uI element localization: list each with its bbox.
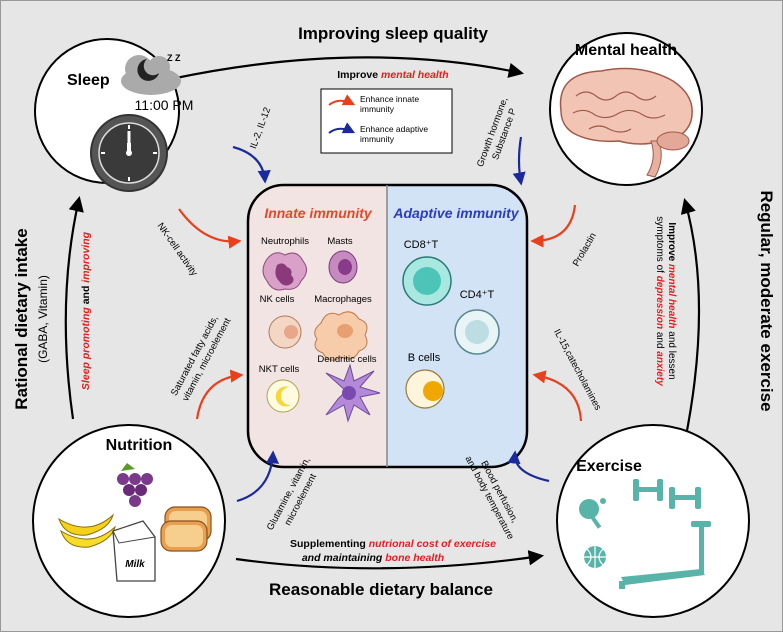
legend-innate-line1: Enhance innate: [360, 94, 419, 104]
cell-label-macrophages: Macrophages: [314, 294, 372, 305]
arrow-sleep-to-mental: [170, 56, 525, 81]
cell-label-cd4: CD4⁺T: [460, 289, 495, 301]
nutrition-label: Nutrition: [106, 437, 173, 454]
ping-pong-icon: [579, 498, 606, 529]
legend-adaptive-line1: Enhance adaptive: [360, 124, 428, 134]
milk-text: Milk: [125, 559, 145, 570]
legend: Enhance innate immunity Enhance adaptive…: [320, 88, 453, 154]
label-supplementing-2: and maintaining bone health: [302, 552, 444, 564]
label-improve-mental-exercise-1: Improve mental health and lessen: [666, 222, 677, 379]
label-improve-mental-exercise-2: symptoms of depression and anxiety: [654, 216, 665, 386]
cell-label-cd8: CD8⁺T: [404, 239, 439, 251]
legend-adaptive-line2: immunity: [360, 134, 395, 144]
arrow-mental-innate: [530, 204, 577, 248]
b-cell-icon: [405, 369, 445, 409]
adaptive-title: Adaptive immunity: [392, 205, 519, 221]
arrow-exercise-innate: [532, 370, 583, 422]
sleep-label: Sleep: [67, 72, 110, 89]
arrow-nutrition-to-sleep: [64, 195, 84, 420]
node-mental-health: Mental health: [549, 32, 703, 186]
nk-cell-icon: [268, 315, 302, 349]
cd4-t-cell-icon: [454, 309, 500, 355]
banana-icon: [58, 513, 116, 548]
neutrophil-icon: [262, 252, 307, 291]
arrow-mental-adaptive: [512, 136, 526, 186]
title-top: Improving sleep quality: [298, 24, 488, 43]
milk-carton-icon: Milk: [112, 520, 156, 582]
title-right: Regular, moderate exercise: [757, 190, 776, 411]
signal-nk: NK-cell activity: [155, 221, 200, 279]
arrow-sleep-adaptive: [232, 145, 271, 184]
title-bottom: Reasonable dietary balance: [269, 580, 493, 599]
signal-prolactin: Prolactin: [571, 231, 599, 269]
grapes-icon: [117, 463, 153, 507]
exercise-label: Exercise: [576, 458, 642, 475]
arrow-nutrition-adaptive: [236, 450, 280, 503]
title-left: Rational dietary intake: [12, 228, 31, 409]
arrow-nutrition-to-exercise: [235, 550, 545, 570]
dumbbell-icon: [633, 479, 701, 509]
zz-text: Z Z: [167, 53, 181, 63]
node-nutrition: Nutrition Milk: [32, 424, 226, 618]
cell-label-nkt: NKT cells: [259, 364, 300, 375]
dendritic-cell-icon: [325, 363, 381, 423]
cell-label-neutrophils: Neutrophils: [261, 236, 309, 247]
arrow-sleep-innate: [178, 208, 242, 249]
arrow-exercise-to-mental: [680, 198, 701, 442]
cd8-t-cell-icon: [402, 256, 452, 306]
treadmill-icon: [619, 521, 711, 589]
cell-label-nk: NK cells: [260, 294, 295, 305]
signal-il15: IL-15,catecholamines: [551, 327, 603, 412]
bread-icon: [160, 506, 212, 552]
innate-title: Innate immunity: [264, 205, 373, 221]
clock-icon: [90, 114, 168, 192]
label-improve-mental: Improve mental health: [337, 69, 448, 81]
cell-label-masts: Masts: [327, 236, 353, 247]
nkt-cell-icon: [266, 379, 300, 413]
immune-panel: Innate immunity Adaptive immunity Neutro…: [246, 183, 529, 469]
macrophage-icon: [314, 311, 368, 361]
legend-innate-line2: immunity: [360, 104, 395, 114]
cell-label-dendritic: Dendritic cells: [317, 354, 376, 365]
node-sleep: Sleep Z Z 11:00 PM: [34, 38, 194, 192]
mental-label: Mental health: [575, 42, 677, 59]
label-sleep-promoting: Sleep promoting and improving: [80, 231, 92, 390]
brain-icon: [559, 67, 693, 178]
basketball-icon: [584, 546, 606, 568]
title-left-sub: (GABA, Vitamin): [36, 275, 50, 363]
node-exercise: Exercise: [556, 424, 750, 618]
arrow-exercise-adaptive: [507, 450, 550, 483]
signal-il2: IL-2, IL-12: [248, 106, 273, 150]
cell-label-b: B cells: [408, 352, 441, 364]
arrow-nutrition-innate: [195, 369, 244, 420]
label-supplementing-1: Supplementing nutrional cost of exercise: [290, 538, 496, 550]
mast-cell-icon: [328, 250, 358, 284]
sleep-time: 11:00 PM: [135, 97, 194, 113]
cloud-moon-icon: Z Z: [121, 53, 181, 95]
